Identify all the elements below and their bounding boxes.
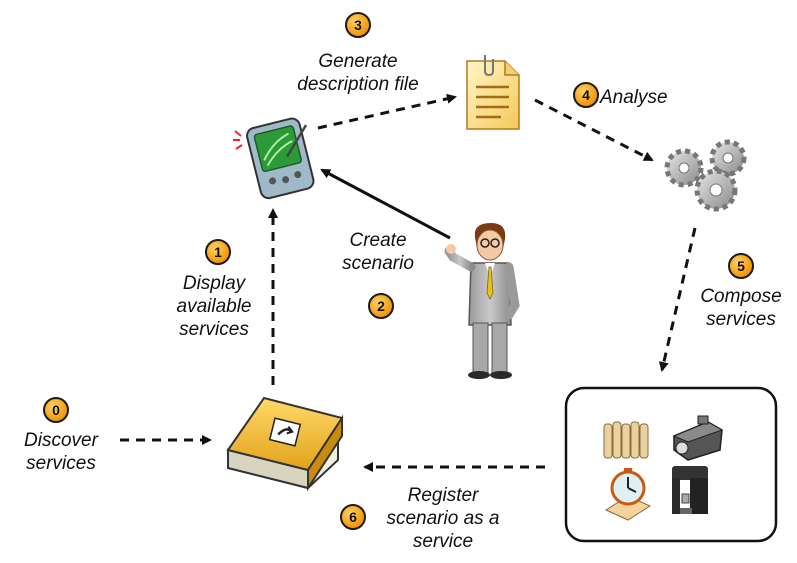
- service-directory-book-icon: [226, 396, 344, 492]
- step-2-line-2: scenario: [342, 253, 414, 274]
- composed-devices-box: [564, 386, 778, 543]
- step-5-label: Compose services: [688, 285, 794, 331]
- step-badge-5: 5: [728, 253, 754, 279]
- step-1-line-3: services: [179, 319, 249, 340]
- document-icon: [466, 55, 520, 130]
- coffee-machine-icon: [672, 466, 708, 514]
- step-badge-2: 2: [368, 293, 394, 319]
- step-1-label: Display available services: [158, 272, 270, 341]
- step-6-label: Register scenario as a service: [368, 484, 518, 553]
- radiator-icon: [603, 421, 649, 459]
- step-3-label: Generate description file: [268, 50, 448, 96]
- arrow-analyse: [534, 98, 654, 162]
- arrow-create: [320, 168, 451, 240]
- step-3-line-2: description file: [297, 74, 419, 95]
- step-4-line-1: Analyse: [600, 87, 668, 108]
- step-6-line-3: service: [412, 531, 474, 552]
- arrow-compose: [658, 227, 697, 372]
- step-1-line-1: Display: [182, 273, 246, 294]
- arrows: [120, 93, 697, 472]
- step-badge-3: 3: [345, 12, 371, 38]
- step-1-line-2: available: [176, 296, 252, 317]
- step-2-label: Create scenario: [318, 229, 438, 275]
- step-5-line-1: Compose: [700, 286, 782, 307]
- step-badge-4: 4: [573, 82, 599, 108]
- pda-sparkle: [233, 130, 243, 150]
- step-badge-0: 0: [43, 397, 69, 423]
- step-0-label: Discover services: [6, 429, 116, 475]
- step-2-line-1: Create: [349, 230, 407, 251]
- projector-icon: [672, 415, 724, 461]
- step-0-line-2: services: [26, 453, 96, 474]
- step-badge-6: 6: [340, 504, 366, 530]
- businessman-icon: [444, 223, 520, 379]
- step-badge-1: 1: [205, 239, 231, 265]
- step-4-label: Analyse: [600, 86, 700, 109]
- gears-icon: [664, 139, 747, 212]
- step-6-line-1: Register: [407, 485, 479, 506]
- step-5-line-2: services: [706, 309, 776, 330]
- step-0-line-1: Discover: [24, 430, 98, 451]
- pda-icon: [246, 117, 315, 200]
- step-6-line-2: scenario as a: [386, 508, 500, 529]
- clock-icon: [604, 468, 652, 521]
- arrow-generate: [317, 93, 457, 130]
- step-3-line-1: Generate: [318, 51, 398, 72]
